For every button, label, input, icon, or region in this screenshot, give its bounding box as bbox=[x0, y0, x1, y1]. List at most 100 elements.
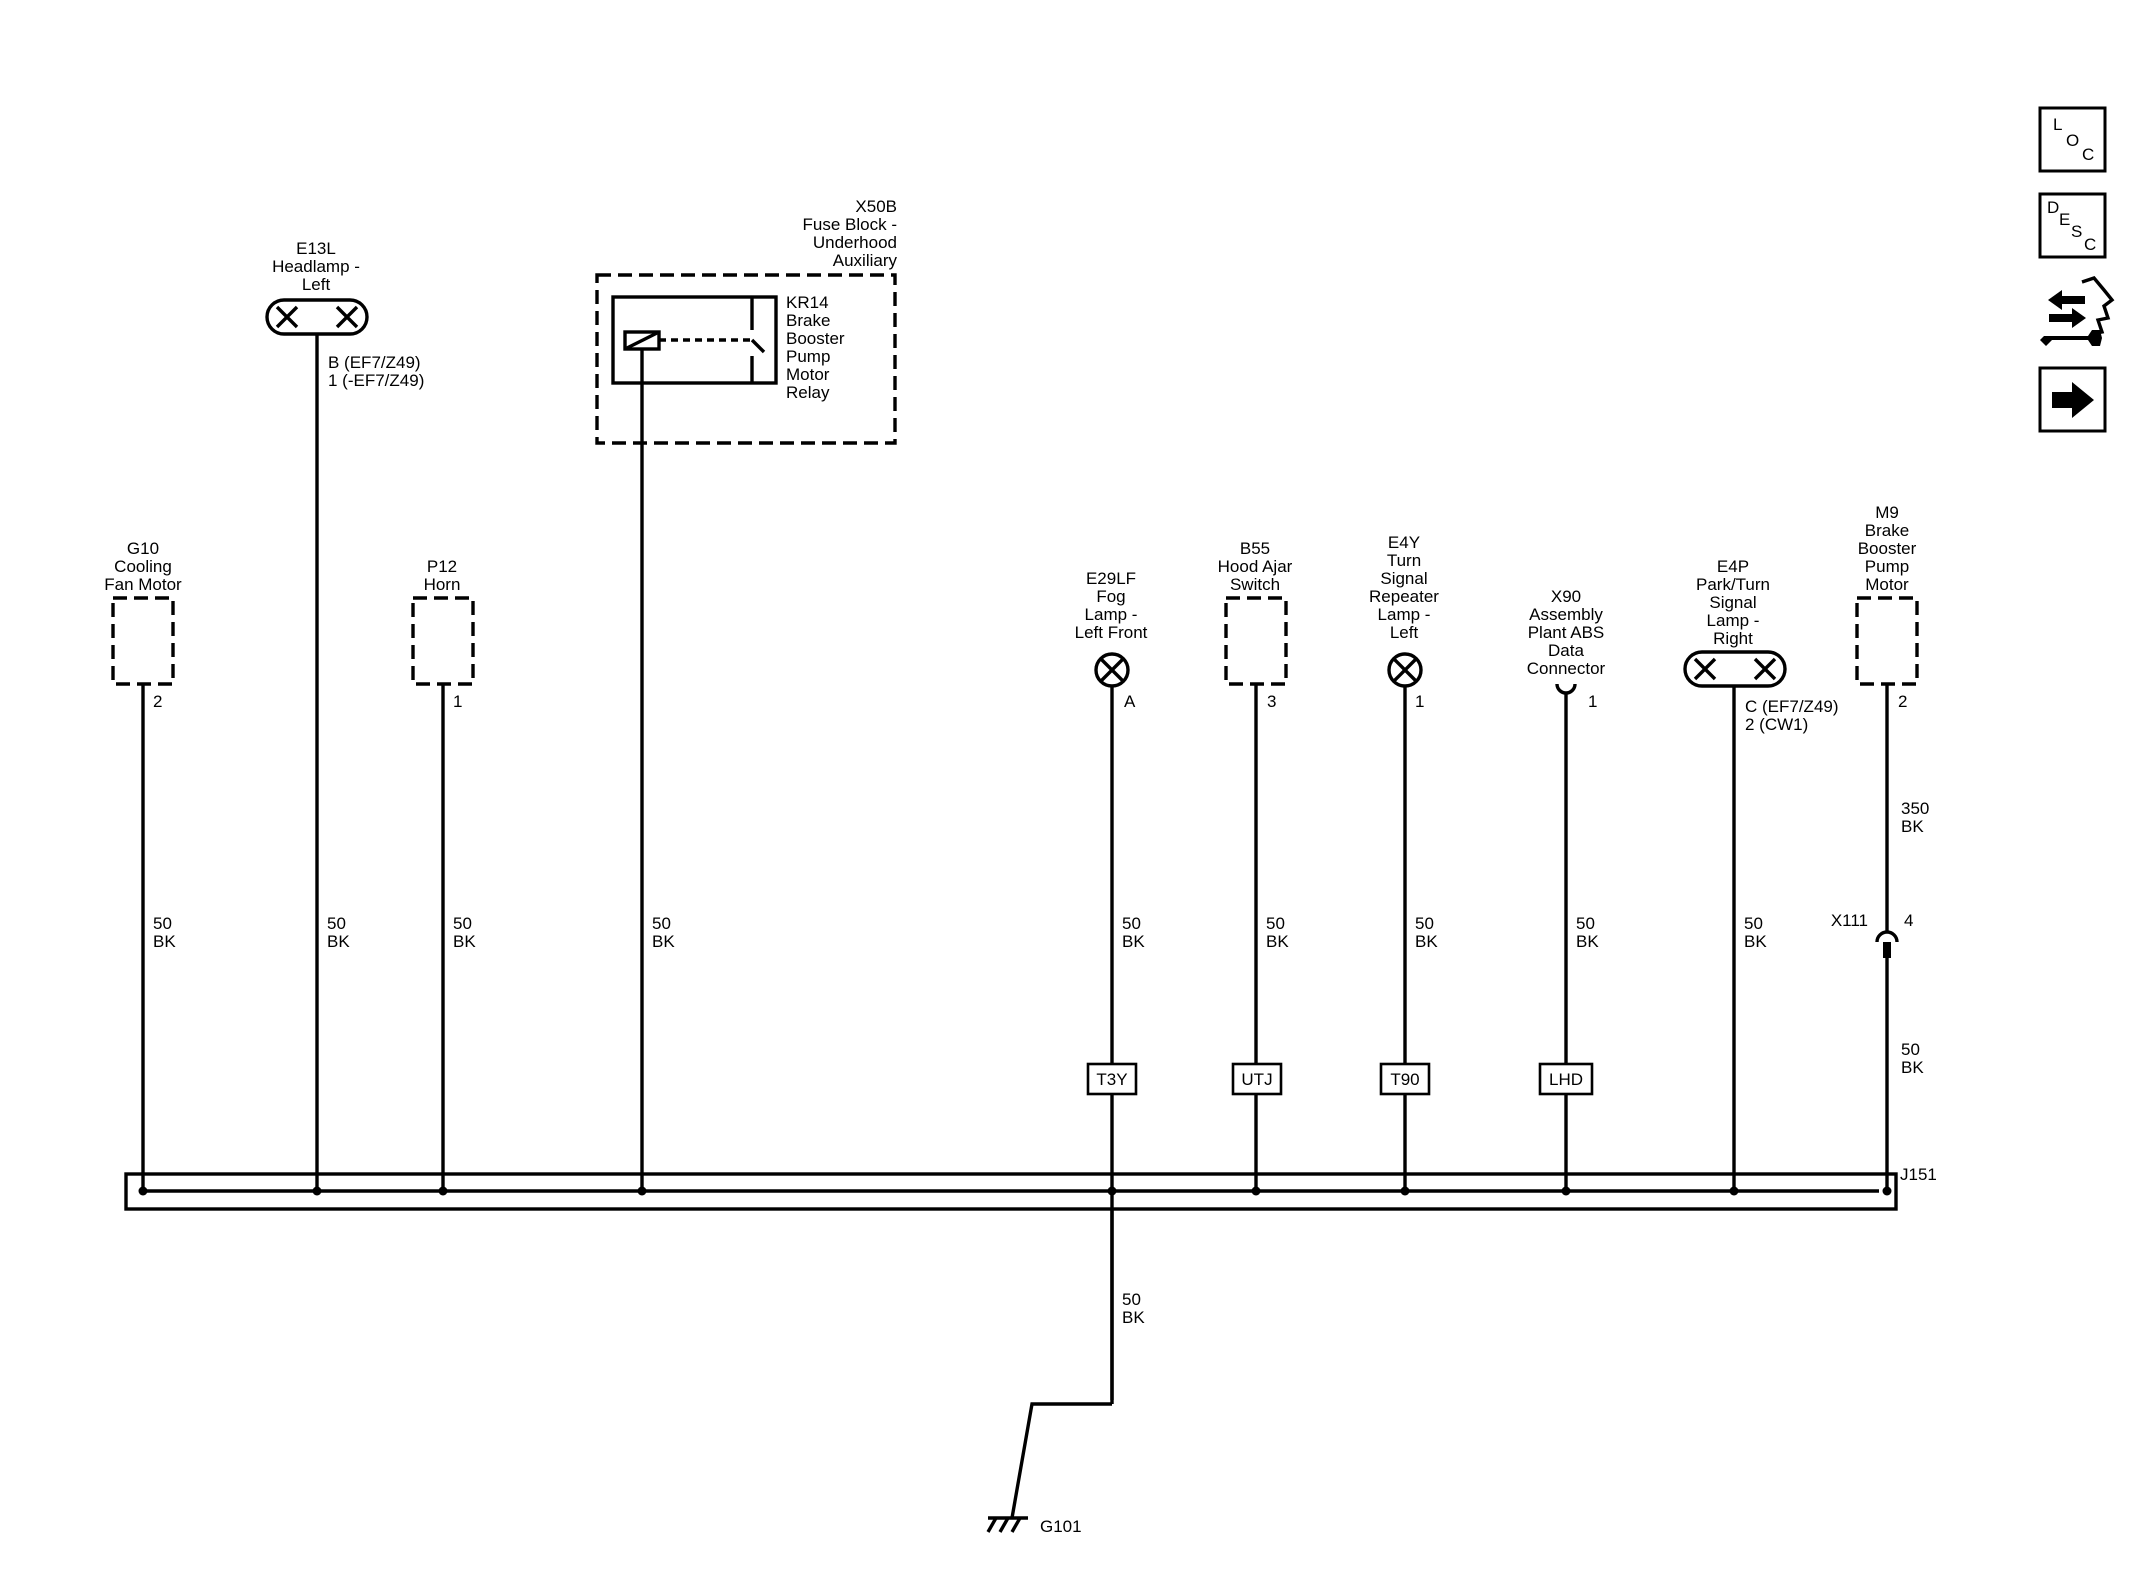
component-box bbox=[111, 596, 175, 686]
option-code-t3y: T3Y bbox=[1086, 1062, 1138, 1096]
option-code-lhd: LHD bbox=[1538, 1062, 1594, 1096]
splice-dot bbox=[438, 1186, 448, 1196]
desc-letter: E bbox=[2059, 210, 2070, 229]
component-box bbox=[1224, 596, 1288, 686]
pin-label: 1 bbox=[1415, 692, 1424, 711]
loc-letter: O bbox=[2066, 131, 2079, 150]
pin-label: 2 bbox=[153, 692, 162, 711]
pin-label: A bbox=[1124, 692, 1136, 711]
lamp-filament-x bbox=[1392, 657, 1418, 683]
pin-label: B (EF7/Z49)1 (-EF7/Z49) bbox=[328, 353, 424, 390]
loc-button[interactable]: L O C bbox=[2038, 106, 2107, 173]
ground-symbol bbox=[998, 1517, 1010, 1533]
inline-connector-label: X111 bbox=[1831, 911, 1868, 930]
option-code-label: LHD bbox=[1549, 1070, 1583, 1089]
splice-dot bbox=[1251, 1186, 1261, 1196]
relay-coil-slash bbox=[626, 331, 658, 350]
lamp-filament-x bbox=[1693, 657, 1717, 681]
connector-female bbox=[1875, 930, 1899, 943]
lamp-outline bbox=[265, 298, 369, 336]
desc-icon bbox=[2038, 192, 2107, 259]
option-code-label: T90 bbox=[1390, 1070, 1419, 1089]
option-code-box bbox=[1086, 1062, 1138, 1096]
connector-male bbox=[1883, 942, 1891, 958]
inline-connector-x111[interactable]: X111 4 bbox=[1831, 911, 1914, 958]
lamp-filament-x bbox=[275, 305, 299, 329]
loc-letter: L bbox=[2053, 115, 2062, 134]
next-button[interactable] bbox=[2038, 366, 2107, 433]
splice-dot bbox=[1400, 1186, 1410, 1196]
splice-dot bbox=[1561, 1186, 1571, 1196]
diagnostic-wrench-icon bbox=[2040, 276, 2115, 346]
option-code-box bbox=[1538, 1062, 1594, 1096]
desc-letter: S bbox=[2071, 222, 2082, 241]
diagnostic-button[interactable] bbox=[2040, 276, 2115, 346]
inline-connector-pin: 4 bbox=[1904, 911, 1913, 930]
splice-dot bbox=[312, 1186, 322, 1196]
pin-label: 1 bbox=[453, 692, 462, 711]
relay-switch-arm bbox=[750, 338, 766, 354]
pin-label: 1 bbox=[1588, 692, 1597, 711]
option-code-box bbox=[1379, 1062, 1431, 1096]
wire-ground-run bbox=[1010, 1402, 1112, 1519]
desc-button[interactable]: D E S C bbox=[2038, 192, 2107, 259]
splice-dot bbox=[637, 1186, 647, 1196]
ground-label: G101 bbox=[1040, 1517, 1082, 1536]
pin-label: 2 bbox=[1898, 692, 1907, 711]
splice-pack-label: J151 bbox=[1900, 1165, 1937, 1184]
option-code-label: UTJ bbox=[1241, 1070, 1272, 1089]
lamp-filament-x bbox=[335, 305, 359, 329]
option-code-label: T3Y bbox=[1096, 1070, 1127, 1089]
splice-dot bbox=[1729, 1186, 1739, 1196]
pin-label: C (EF7/Z49)2 (CW1) bbox=[1745, 697, 1839, 734]
loc-letter: C bbox=[2082, 145, 2094, 164]
fuse-block-outline bbox=[595, 273, 897, 445]
loc-icon bbox=[2038, 106, 2107, 173]
splice-pack-outline bbox=[124, 1172, 1898, 1211]
desc-letter: D bbox=[2047, 198, 2059, 217]
splice-dot bbox=[138, 1186, 148, 1196]
lamp-filament-x bbox=[1099, 657, 1125, 683]
lamp-outline bbox=[1683, 650, 1787, 688]
splice-pack-j151: J151 bbox=[124, 1165, 1937, 1211]
splice-dot bbox=[1882, 1186, 1892, 1196]
arrow-right-icon bbox=[2052, 382, 2094, 418]
splice-dot bbox=[1107, 1186, 1117, 1196]
option-code-utj: UTJ bbox=[1231, 1062, 1283, 1096]
ground-symbol bbox=[1010, 1517, 1022, 1533]
desc-letter: C bbox=[2084, 235, 2096, 254]
relay-outline bbox=[611, 295, 778, 385]
